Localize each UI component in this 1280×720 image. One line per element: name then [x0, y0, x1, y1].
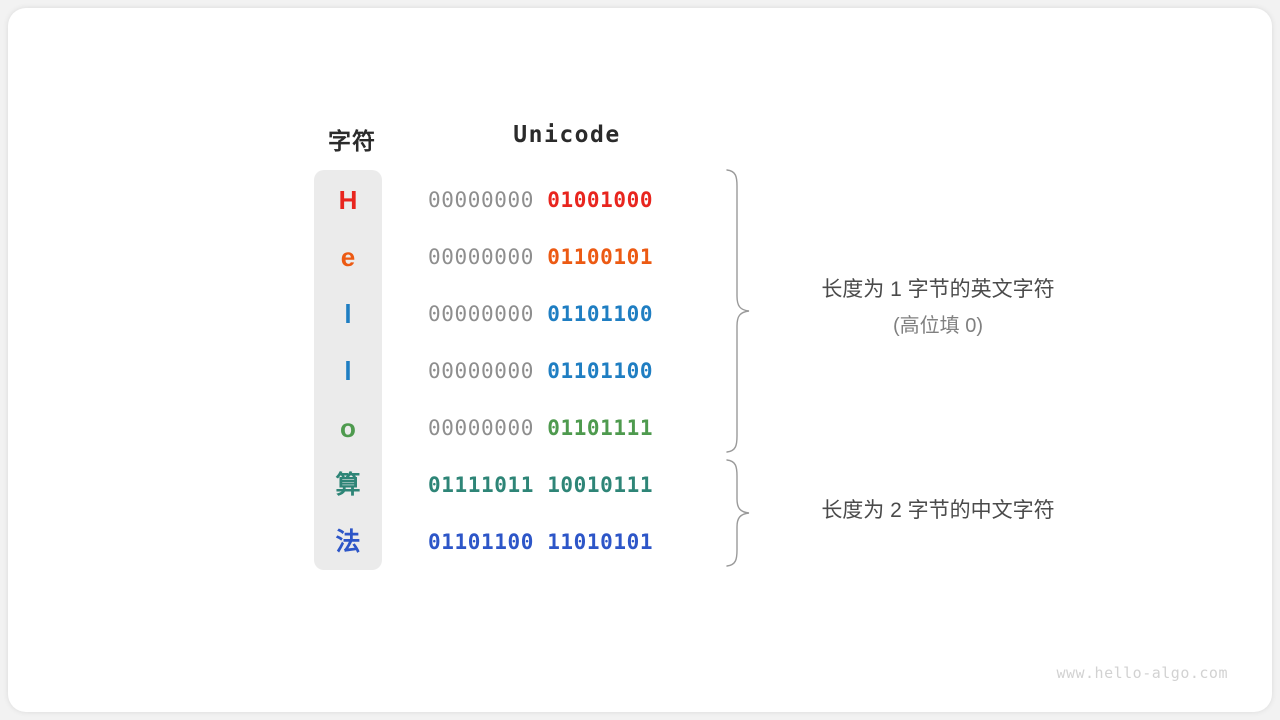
watermark: www.hello-algo.com [1056, 664, 1228, 682]
unicode-value-bits: 01001000 [547, 188, 654, 212]
annotation-english-line2: (高位填 0) [893, 315, 983, 337]
column-header-char: 字符 [328, 128, 376, 154]
unicode-value-bits: 01101100 [547, 359, 654, 383]
unicode-bits-cell: 01101100 11010101 [428, 526, 706, 558]
annotation-english-line1: 长度为 1 字节的英文字符 [821, 278, 1055, 301]
annotation-english: 长度为 1 字节的英文字符 (高位填 0) [778, 272, 1098, 344]
char-cell: o [340, 413, 356, 443]
annotation-chinese: 长度为 2 字节的中文字符 [778, 493, 1098, 529]
char-cell: 算 [335, 470, 361, 499]
unicode-value-bits: 01101111 [547, 416, 654, 440]
unicode-value-bits: 01101100 11010101 [428, 530, 654, 554]
diagram-card: 字符 Unicode H e l l o 算 法 00000000 010010… [8, 8, 1272, 712]
unicode-value-bits: 01100101 [547, 245, 654, 269]
unicode-padding-bits: 00000000 [428, 416, 548, 440]
char-cell: 法 [335, 527, 361, 556]
brace-chinese-rows [726, 459, 750, 567]
char-cell: H [338, 185, 358, 215]
unicode-bits-cell: 00000000 01001000 [428, 184, 706, 216]
column-header-unicode: Unicode [513, 122, 621, 148]
annotation-chinese-line1: 长度为 2 字节的中文字符 [821, 499, 1055, 522]
unicode-bits-cell: 01111011 10010111 [428, 469, 706, 501]
unicode-bits-cell: 00000000 01101100 [428, 355, 706, 387]
char-cell: e [340, 242, 356, 272]
brace-english-rows [726, 169, 750, 453]
character-column-background [314, 170, 382, 570]
unicode-bits-cell: 00000000 01100101 [428, 241, 706, 273]
unicode-bits-cell: 00000000 01101100 [428, 298, 706, 330]
unicode-padding-bits: 00000000 [428, 188, 548, 212]
char-cell: l [344, 299, 352, 329]
unicode-padding-bits: 00000000 [428, 245, 548, 269]
unicode-padding-bits: 00000000 [428, 359, 548, 383]
unicode-value-bits: 01111011 10010111 [428, 473, 654, 497]
char-cell: l [344, 356, 352, 386]
unicode-padding-bits: 00000000 [428, 302, 548, 326]
unicode-bits-cell: 00000000 01101111 [428, 412, 706, 444]
unicode-value-bits: 01101100 [547, 302, 654, 326]
